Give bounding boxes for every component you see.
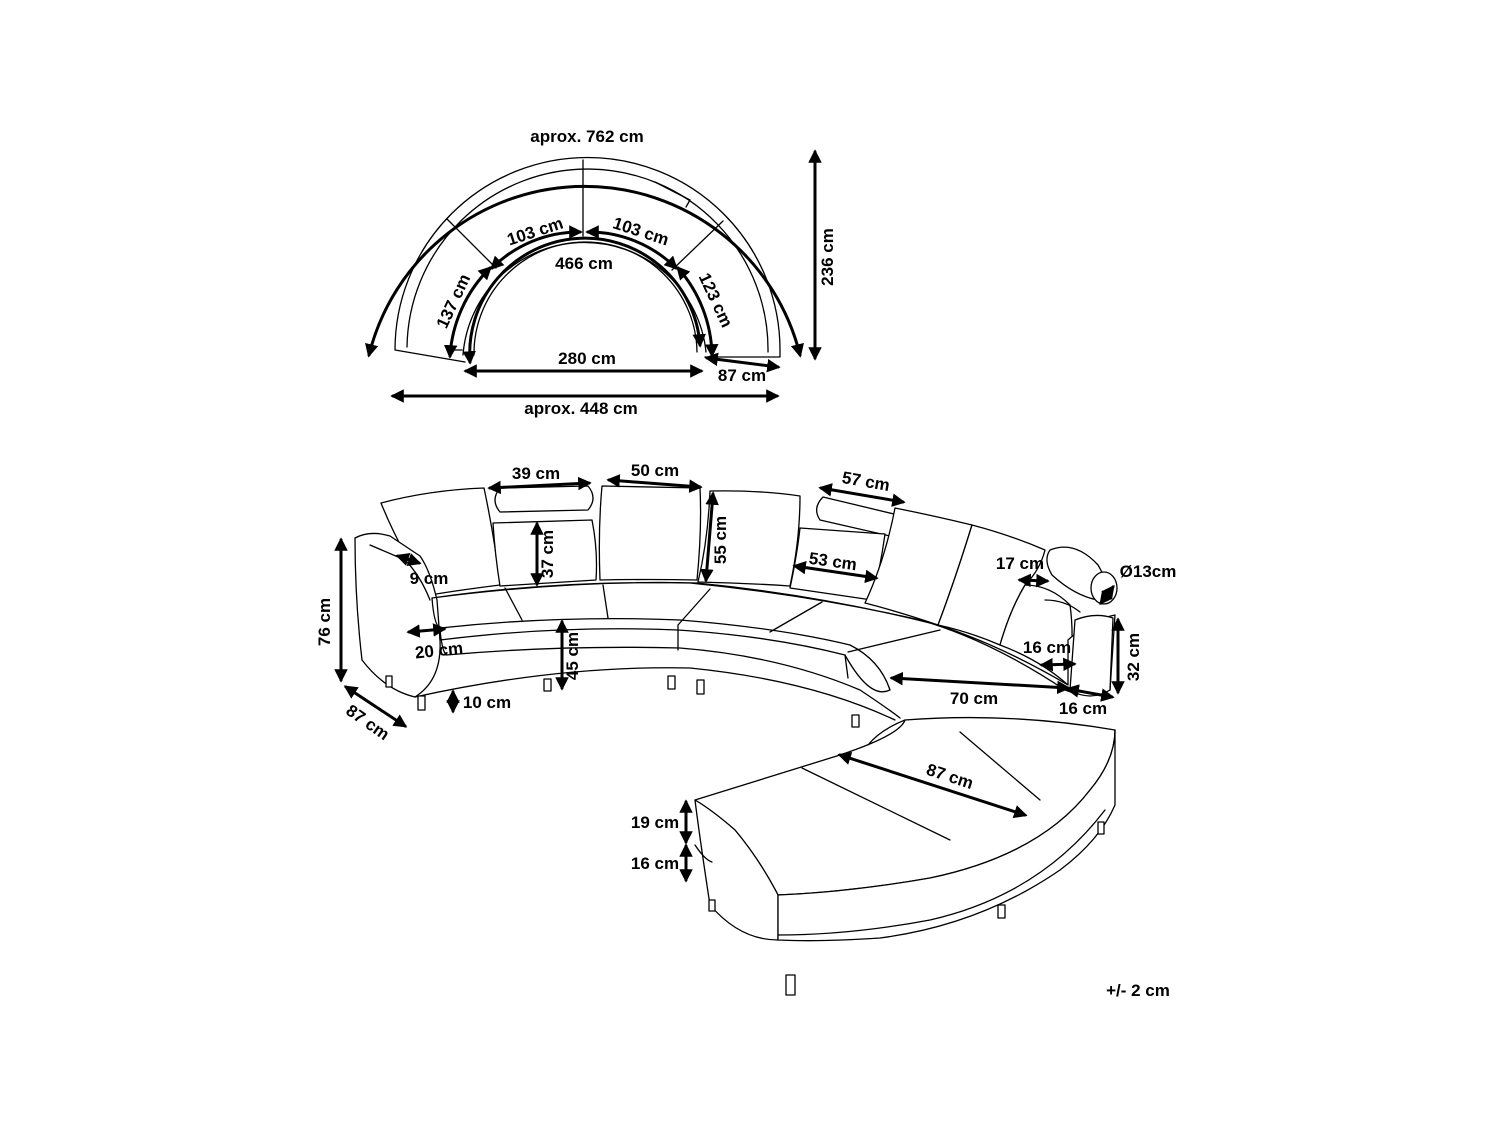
label-height: 236 cm [818,228,837,286]
label-cushion-height: 19 cm [631,813,679,832]
front-view: 39 cm 50 cm 57 cm 37 cm 55 cm 53 cm 9 cm… [315,461,1177,996]
dim-roll-diameter [1099,584,1115,606]
legs [385,675,1105,996]
dim-seat-left [490,225,583,270]
label-side-bottom: 16 cm [1059,699,1107,718]
dim-seat-right [585,225,678,270]
label-seat-height: 45 cm [563,632,582,680]
tolerance-note: +/- 2 cm [1106,981,1170,1000]
dim-side-bottom [1065,684,1115,702]
dim-outer-arc [365,184,804,358]
label-seat-left-end: 137 cm [433,271,475,331]
dim-depth [704,352,781,373]
dim-chaise-depth [837,751,1028,819]
dim-roll-width [1017,573,1050,588]
label-inner-width: 280 cm [558,349,616,368]
chaise-side [694,799,779,941]
dim-overall-depth [343,685,408,728]
roll-pillow-left [494,485,594,513]
label-depth: 87 cm [718,366,766,385]
label-total-width: aprox. 448 cm [524,399,637,418]
back-pillow-3 [598,485,702,581]
label-pillow-height-large: 55 cm [711,516,730,564]
dim-seat-depth-right [889,671,1071,695]
left-arm [354,532,441,698]
right-end-side [1069,614,1114,697]
label-seat-depth-right: 70 cm [950,689,998,708]
back-pillow-2 [492,519,598,587]
label-pillow-height-small: 37 cm [538,530,557,578]
label-roll-width: 17 cm [996,554,1044,573]
dim-pillow-top-mid [606,474,703,493]
label-seat-right-end: 123 cm [695,270,737,330]
label-inner-arc: 466 cm [555,254,613,273]
dim-pillow-height-large [700,491,719,583]
label-roll-side: 16 cm [1023,638,1071,657]
dim-seat-right-end [676,265,719,358]
dim-seat-left-end [443,266,492,359]
dim-roll-side [1039,657,1077,672]
label-pillow-top-mid: 50 cm [631,461,679,480]
label-leg-height: 10 cm [463,693,511,712]
dim-pillow-top-left [487,476,592,495]
label-roll-diameter: Ø13cm [1120,562,1177,581]
dim-arm-width [406,623,447,638]
dim-pillow-width-mid [792,560,879,584]
top-view: aprox. 762 cm aprox. 448 cm 280 cm 466 c… [365,127,837,418]
label-side-height: 32 cm [1124,633,1143,681]
chaise-front [777,729,1116,942]
label-base-height: 16 cm [631,854,679,873]
label-outer-arc: aprox. 762 cm [530,127,643,146]
label-overall-height: 76 cm [315,598,334,646]
label-pillow-top-right: 57 cm [841,468,892,495]
dim-arm-top [395,553,422,566]
label-arm-top: 9 cm [410,569,449,588]
label-overall-depth: 87 cm [343,701,393,744]
seat-front-band [439,617,891,693]
label-pillow-top-left: 39 cm [512,464,560,483]
label-seat-left: 103 cm [505,214,566,250]
label-arm-width: 20 cm [414,639,464,663]
dim-pillow-top-right [818,483,906,507]
